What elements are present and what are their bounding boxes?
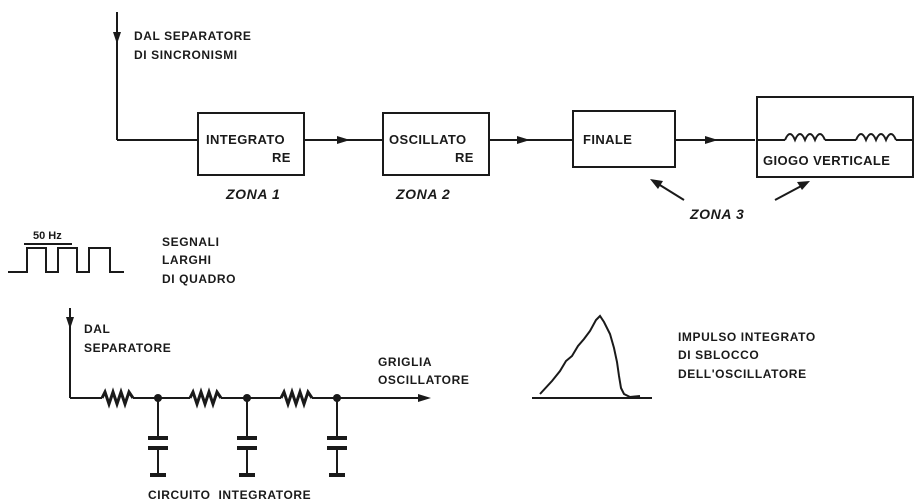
resistor-2	[188, 387, 223, 409]
top-block-diagram: DAL SEPARATORE DI SINCRONISMI INTEGRATO …	[113, 12, 914, 222]
circuit-output-arrow	[418, 394, 431, 402]
pulse-label-line1: IMPULSO INTEGRATO	[678, 330, 816, 344]
oscillator-label-line1: OSCILLATO	[389, 132, 467, 147]
oscillator-label-line2: RE	[455, 150, 474, 165]
circuit-output-label-line2: OSCILLATORE	[378, 373, 470, 387]
circuit-caption: CIRCUITO INTEGRATORE	[148, 488, 311, 502]
integrator-circuit: DAL SEPARATORE	[66, 308, 470, 502]
resistor-1	[100, 387, 135, 409]
signal-label-line2: LARGHI	[162, 253, 212, 267]
sync-source-label-line1: DAL SEPARATORE	[134, 29, 252, 43]
zone-1-label: ZONA 1	[225, 186, 280, 202]
vertical-yoke-label: GIOGO VERTICALE	[763, 153, 890, 168]
signal-label-line3: DI QUADRO	[162, 272, 236, 286]
circuit-output-label-line1: GRIGLIA	[378, 355, 432, 369]
pulse-label-line3: DELL'OSCILLATORE	[678, 367, 807, 381]
zone-2-label: ZONA 2	[395, 186, 450, 202]
circuit-input-arrow	[66, 317, 74, 329]
resistor-3	[279, 387, 314, 409]
final-stage-label: FINALE	[583, 132, 632, 147]
final-to-yoke-arrow	[705, 136, 718, 144]
zone-3-pointer-right-head	[797, 181, 810, 190]
circuit-source-label-line1: DAL	[84, 322, 110, 336]
signal-label-line1: SEGNALI	[162, 235, 220, 249]
integrated-pulse: IMPULSO INTEGRATO DI SBLOCCO DELL'OSCILL…	[532, 314, 816, 399]
zone-3-pointer-left-head	[650, 179, 663, 189]
signal-frequency-label: 50 Hz	[33, 230, 62, 242]
integrator-to-oscillator-arrow	[337, 136, 350, 144]
final-stage-block	[572, 110, 676, 168]
yoke-coil-right	[855, 133, 897, 143]
integrator-label-line1: INTEGRATO	[206, 132, 285, 147]
oscillator-to-final-arrow	[517, 136, 530, 144]
integrator-block	[197, 112, 305, 176]
frame-sync-signal: 50 Hz SEGNALI LARGHI DI QUADRO	[8, 230, 236, 286]
pulse-label-line2: DI SBLOCCO	[678, 348, 759, 362]
pulse-waveform	[539, 314, 641, 399]
oscillator-block	[382, 112, 490, 176]
sync-source-label-line2: DI SINCRONISMI	[134, 48, 238, 62]
zone-3-label: ZONA 3	[689, 206, 744, 222]
circuit-source-label-line2: SEPARATORE	[84, 341, 171, 355]
integrator-label-line2: RE	[272, 150, 291, 165]
yoke-coil-left	[784, 133, 826, 143]
sync-input-arrow	[113, 32, 121, 44]
square-wave-signal	[8, 247, 124, 273]
